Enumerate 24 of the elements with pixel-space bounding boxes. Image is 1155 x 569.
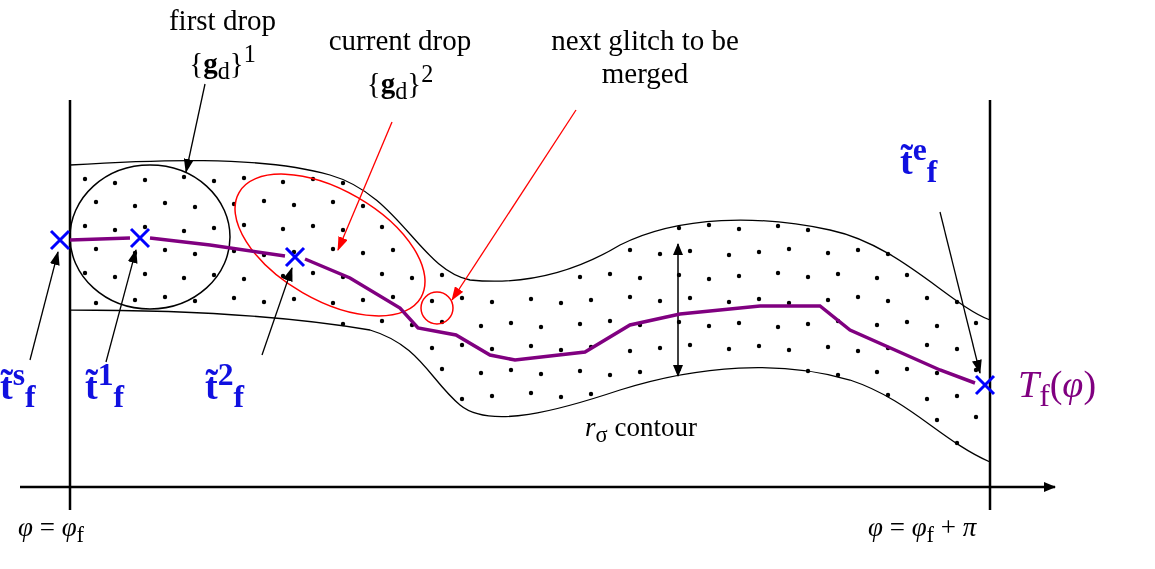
callout-label: first drop {g$_{d}$}$^{1}$ [160,4,285,88]
cross-marker [131,229,149,247]
leader-arrow [261,267,293,356]
leader-arrow [939,211,982,374]
trajectory-line [304,257,976,385]
cross-marker [975,375,995,395]
trajectory-line [149,236,286,258]
contour-label: r$_{σ}$ contour [585,412,697,449]
axis-label: φ = φ$_{f}$ [18,512,85,549]
callout-label: next glitch to be merged [530,24,760,90]
current-drop-ellipse [235,174,425,316]
leader-arrow [337,121,393,251]
callout-label: current drop {g$_{d}$}$^{2}$ [325,24,475,108]
cross-marker [286,248,304,266]
leader-arrow [29,251,60,361]
leader-arrow [451,109,577,301]
cross-marker [50,230,70,250]
trajectory-line [69,236,131,242]
leader-arrow [105,249,138,363]
function-label: T$_{f}$(φ) [1018,362,1097,414]
glitch-circle [420,291,454,325]
axis-label: φ = φ$_{f}$ + π [868,512,977,549]
leader-arrow [183,83,206,173]
first-drop-ellipse [70,165,230,309]
